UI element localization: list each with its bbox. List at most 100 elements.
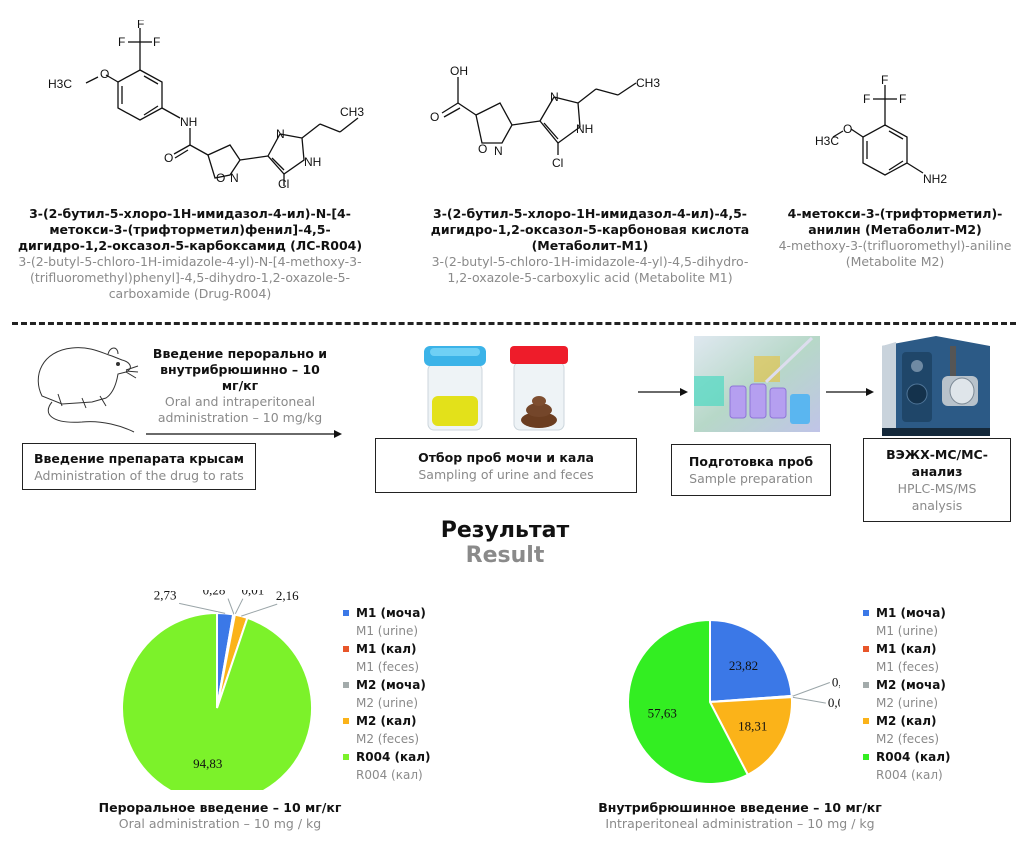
legend-swatch — [343, 610, 349, 616]
caption-metabolite-m1: 3-(2-бутил-5-хлоро-1Н-имидазол-4-ил)-4,5… — [420, 206, 760, 286]
data-label: 57,63 — [648, 706, 677, 721]
pie-slice — [627, 618, 750, 785]
data-label: 23,82 — [729, 658, 758, 673]
structure-metabolite-m2: F F F O H3C NH2 — [815, 73, 947, 186]
route-ru: Введение перорально и внутрибрюшинно – 1… — [152, 346, 328, 393]
pie-slice — [121, 611, 313, 790]
arrow-icon — [146, 430, 342, 438]
atom-o: O — [100, 67, 109, 81]
legend-oral: M1 (моча) M1 (urine) M1 (кал) M1 (feces) M2 … — [343, 604, 430, 784]
atom-ch3: CH3 — [636, 76, 660, 90]
legend-swatch — [343, 682, 349, 688]
pie-chart-intraperitoneal: 23,82 0,22 0,02 18,31 57,63 — [627, 618, 840, 785]
legend-label-en: M1 (feces) — [876, 660, 940, 674]
caption-metabolite-m2: 4-метокси-3-(трифторметил)-анилин (Метаб… — [770, 206, 1020, 270]
legend-swatch — [863, 610, 869, 616]
atom-o: O — [216, 171, 225, 185]
atom-f: F — [118, 35, 125, 49]
step-ru: Отбор проб мочи и кала — [418, 449, 594, 465]
atom-nh: NH — [180, 115, 197, 129]
result-title-ru: Результат — [440, 518, 570, 543]
legend-label: M1 (кал) — [876, 642, 937, 656]
data-label: 0,28 — [203, 590, 226, 598]
legend-intraperitoneal: M1 (моча) M1 (urine) M1 (кал) M1 (feces) M2 … — [863, 604, 950, 784]
structure-metabolite-m1: OH O O N N NH Cl CH3 — [430, 64, 660, 170]
step-box-preparation: Подготовка проб Sample preparation — [671, 444, 831, 496]
route-en: Oral and intraperitoneal administration … — [157, 394, 323, 425]
atom-nh: NH — [304, 155, 321, 169]
atom-n: N — [276, 127, 285, 141]
legend-label: M1 (моча) — [876, 606, 946, 620]
legend-item: M2 (моча) — [863, 676, 950, 694]
step-box-administration: Введение препарата крысам Administration… — [22, 443, 256, 490]
legend-label-en: M1 (urine) — [876, 624, 939, 638]
legend-swatch — [863, 682, 869, 688]
pie-slice — [708, 696, 793, 777]
legend-label-en: M2 (feces) — [876, 732, 940, 746]
leader-line — [241, 603, 278, 617]
leader-line — [791, 682, 830, 697]
step-en: Administration of the drug to rats — [34, 467, 244, 483]
step-ru: Введение препарата крысам — [33, 450, 245, 466]
result-title-en: Result — [465, 543, 545, 568]
legend-label: R004 (кал) — [876, 750, 951, 764]
atom-f: F — [881, 73, 888, 87]
mass-spectrometer-icon — [882, 336, 990, 436]
atom-o: O — [478, 142, 487, 156]
legend-swatch — [343, 718, 349, 724]
atom-n: N — [230, 171, 239, 185]
chart-title: Внутрибрюшинное введение – 10 мг/кг — [598, 800, 882, 815]
chart-subtitle: Oral administration – 10 mg / kg — [118, 816, 322, 831]
legend-swatch — [863, 754, 869, 760]
atom-f: F — [863, 92, 870, 106]
legend-item: R004 (кал) — [343, 748, 430, 766]
name-ru: 4-метокси-3-(трифторметил)-анилин (Метаб… — [787, 206, 1003, 237]
atom-f: F — [899, 92, 906, 106]
step-ru: ВЭЖХ-МС/МС-анализ — [886, 447, 988, 479]
data-label: 94,83 — [193, 756, 222, 771]
name-en: 4-methoxy-3-(trifluoromethyl)-aniline (M… — [778, 238, 1012, 269]
legend-label-en: R004 (кал) — [876, 768, 943, 782]
name-ru: 3-(2-бутил-5-хлоро-1Н-имидазол-4-ил)-4,5… — [430, 206, 750, 253]
name-en: 3-(2-butyl-5-chloro-1H-imidazole-4-yl)-4… — [431, 254, 749, 285]
legend-label-en: M1 (urine) — [356, 624, 419, 638]
legend-item: R004 (кал) — [863, 748, 950, 766]
arrow-icon — [826, 388, 874, 396]
leader-line — [791, 696, 826, 704]
step-ru: Подготовка проб — [688, 454, 814, 469]
sample-containers-icon — [424, 346, 568, 431]
atom-f: F — [153, 35, 160, 49]
leader-line — [234, 598, 244, 615]
atom-h3c: H3C — [815, 134, 839, 148]
legend-label-en: M2 (urine) — [356, 696, 419, 710]
legend-item: M1 (кал) — [343, 640, 430, 658]
legend-label-en: M2 (urine) — [876, 696, 939, 710]
data-label: 2,16 — [276, 590, 299, 603]
pie-chart-oral: 2,73 0,28 0,01 2,16 94,83 — [121, 590, 313, 790]
data-label: 0,22 — [832, 674, 840, 689]
legend-item: M2 (кал) — [863, 712, 950, 730]
legend-label-en: M2 (feces) — [356, 732, 420, 746]
data-label: 0,02 — [828, 695, 840, 710]
legend-swatch — [863, 718, 869, 724]
legend-item: M1 (моча) — [343, 604, 430, 622]
legend-label: M1 (кал) — [356, 642, 417, 656]
result-heading: Результат Result — [380, 518, 630, 568]
legend-item: M2 (моча) — [343, 676, 430, 694]
atom-nh2: NH2 — [923, 172, 947, 186]
data-label: 18,31 — [738, 718, 767, 733]
atom-nh: NH — [576, 122, 593, 136]
legend-item: M1 (моча) — [863, 604, 950, 622]
caption-intraperitoneal: Внутрибрюшинное введение – 10 мг/кг Intr… — [580, 800, 900, 832]
atom-o: O — [164, 151, 173, 165]
legend-label-en: M1 (feces) — [356, 660, 420, 674]
legend-item: M2 (кал) — [343, 712, 430, 730]
legend-label: R004 (кал) — [356, 750, 431, 764]
legend-label: M2 (моча) — [876, 678, 946, 692]
data-label: 2,73 — [154, 590, 177, 602]
atom-cl: Cl — [552, 156, 563, 170]
data-label: 0,01 — [242, 590, 265, 598]
caption-oral: Пероральное введение – 10 мг/кг Oral adm… — [80, 800, 360, 832]
atom-oh: OH — [450, 64, 468, 78]
step-en: HPLC-MS/MS analysis — [897, 481, 977, 513]
